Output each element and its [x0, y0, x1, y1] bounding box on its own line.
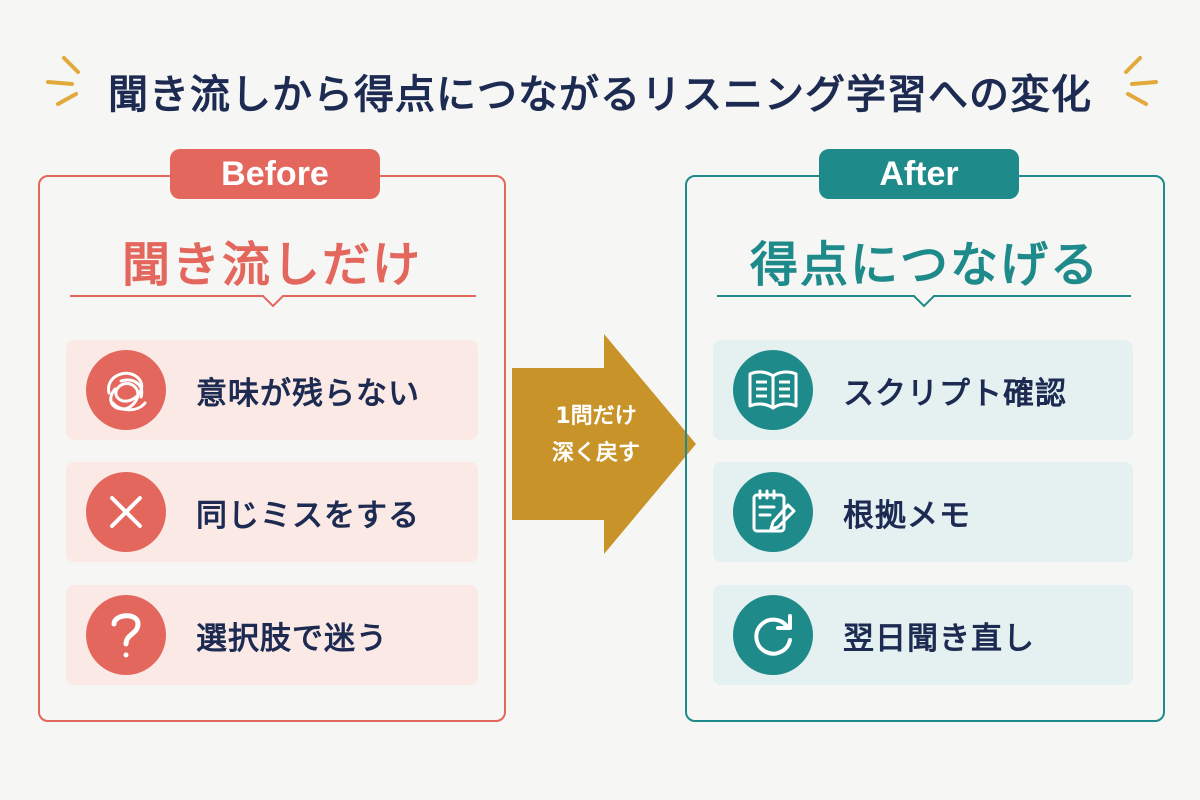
before-heading: 聞き流しだけ	[121, 237, 422, 293]
after-divider	[717, 295, 1131, 308]
before-divider	[70, 295, 476, 308]
before-item-3: 選択肢で迷う	[66, 585, 478, 685]
before-item-1: 意味が残らない	[66, 340, 478, 440]
open-book-icon	[733, 350, 813, 430]
arrow-text-line2: 深く戻す	[551, 441, 640, 466]
before-badge: Before	[170, 149, 380, 199]
after-badge: After	[819, 149, 1019, 199]
tangle-icon	[86, 350, 166, 430]
page-title: 聞き流しから得点につながるリスニング学習への変化	[108, 72, 1092, 118]
after-item-1: スクリプト確認	[713, 340, 1133, 440]
refresh-icon	[733, 595, 813, 675]
before-panel: Before 聞き流しだけ 意味が残らない 同じミスをする	[38, 149, 506, 722]
after-panel: After 得点につなげる スクリプト確認 根拠メモ	[685, 149, 1165, 722]
before-item-2-label: 同じミスをする	[196, 497, 420, 534]
memo-pencil-icon	[733, 472, 813, 552]
after-heading: 得点につなげる	[749, 237, 1100, 293]
before-item-1-label: 意味が残らない	[196, 375, 420, 412]
spark-left-icon	[46, 56, 80, 106]
before-item-3-label: 選択肢で迷う	[196, 620, 388, 657]
after-item-2: 根拠メモ	[713, 462, 1133, 562]
question-mark-icon	[86, 595, 166, 675]
spark-right-icon	[1124, 56, 1158, 106]
transition-arrow	[512, 334, 696, 554]
after-item-3-label: 翌日聞き直し	[843, 620, 1035, 657]
after-item-1-label: スクリプト確認	[843, 375, 1067, 412]
before-item-2: 同じミスをする	[66, 462, 478, 562]
x-mark-icon	[86, 472, 166, 552]
after-item-2-label: 根拠メモ	[843, 497, 971, 534]
arrow-text-line1: 1問だけ	[555, 404, 637, 429]
after-item-3: 翌日聞き直し	[713, 585, 1133, 685]
arrow-text: 1問だけ 深く戻す	[516, 398, 676, 472]
